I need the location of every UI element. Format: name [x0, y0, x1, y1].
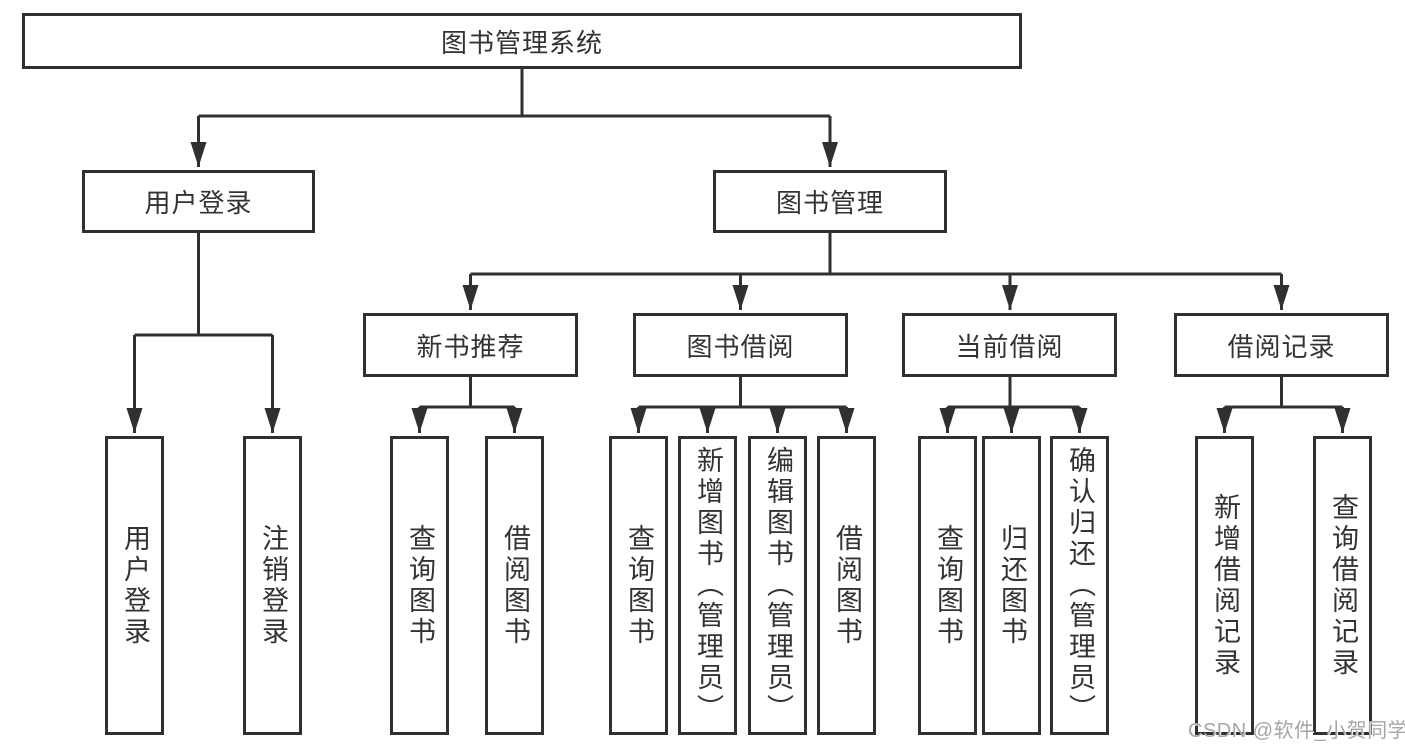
leaf-query-borrow-record-label: 查询借阅记录: [1328, 492, 1358, 679]
node-user-login: 用户登录: [82, 170, 315, 233]
leaf-borrow-query-books: 查询图书: [609, 436, 668, 735]
node-root: 图书管理系统: [22, 13, 1022, 69]
leaf-add-books-admin-label: 新增图书（管理员）: [693, 446, 723, 725]
leaf-newbook-query-books: 查询图书: [390, 436, 449, 735]
leaf-borrow-borrow-books: 借阅图书: [817, 436, 876, 735]
leaf-newbook-borrow-books: 借阅图书: [485, 436, 544, 735]
leaf-current-query-books-label: 查询图书: [933, 523, 963, 648]
leaf-return-books-label: 归还图书: [997, 523, 1027, 648]
leaf-edit-books-admin-label: 编辑图书（管理员）: [763, 446, 793, 725]
leaf-user-login-label: 用户登录: [120, 523, 150, 648]
leaf-confirm-return-admin-label: 确认归还（管理员）: [1065, 446, 1095, 725]
leaf-borrow-borrow-books-label: 借阅图书: [832, 523, 862, 648]
node-borrow-records: 借阅记录: [1174, 313, 1389, 377]
leaf-query-borrow-record: 查询借阅记录: [1313, 436, 1372, 735]
watermark: CSDN @软件_小贺同学: [1188, 720, 1405, 742]
leaf-add-borrow-record: 新增借阅记录: [1195, 436, 1254, 735]
leaf-current-query-books: 查询图书: [918, 436, 977, 735]
node-book-borrow: 图书借阅: [633, 313, 848, 377]
leaf-borrow-query-books-label: 查询图书: [624, 523, 654, 648]
node-new-book-recommend: 新书推荐: [363, 313, 578, 377]
leaf-add-books-admin: 新增图书（管理员）: [678, 436, 737, 735]
node-current-borrow: 当前借阅: [902, 313, 1117, 377]
leaf-confirm-return-admin: 确认归还（管理员）: [1050, 436, 1109, 735]
leaf-add-borrow-record-label: 新增借阅记录: [1210, 492, 1240, 679]
leaf-user-login: 用户登录: [105, 436, 164, 735]
leaf-edit-books-admin: 编辑图书（管理员）: [748, 436, 807, 735]
leaf-logout-label: 注销登录: [258, 523, 288, 648]
leaf-logout: 注销登录: [243, 436, 302, 735]
node-book-management: 图书管理: [713, 170, 947, 233]
leaf-newbook-borrow-books-label: 借阅图书: [500, 523, 530, 648]
leaf-newbook-query-books-label: 查询图书: [405, 523, 435, 648]
leaf-return-books: 归还图书: [982, 436, 1041, 735]
